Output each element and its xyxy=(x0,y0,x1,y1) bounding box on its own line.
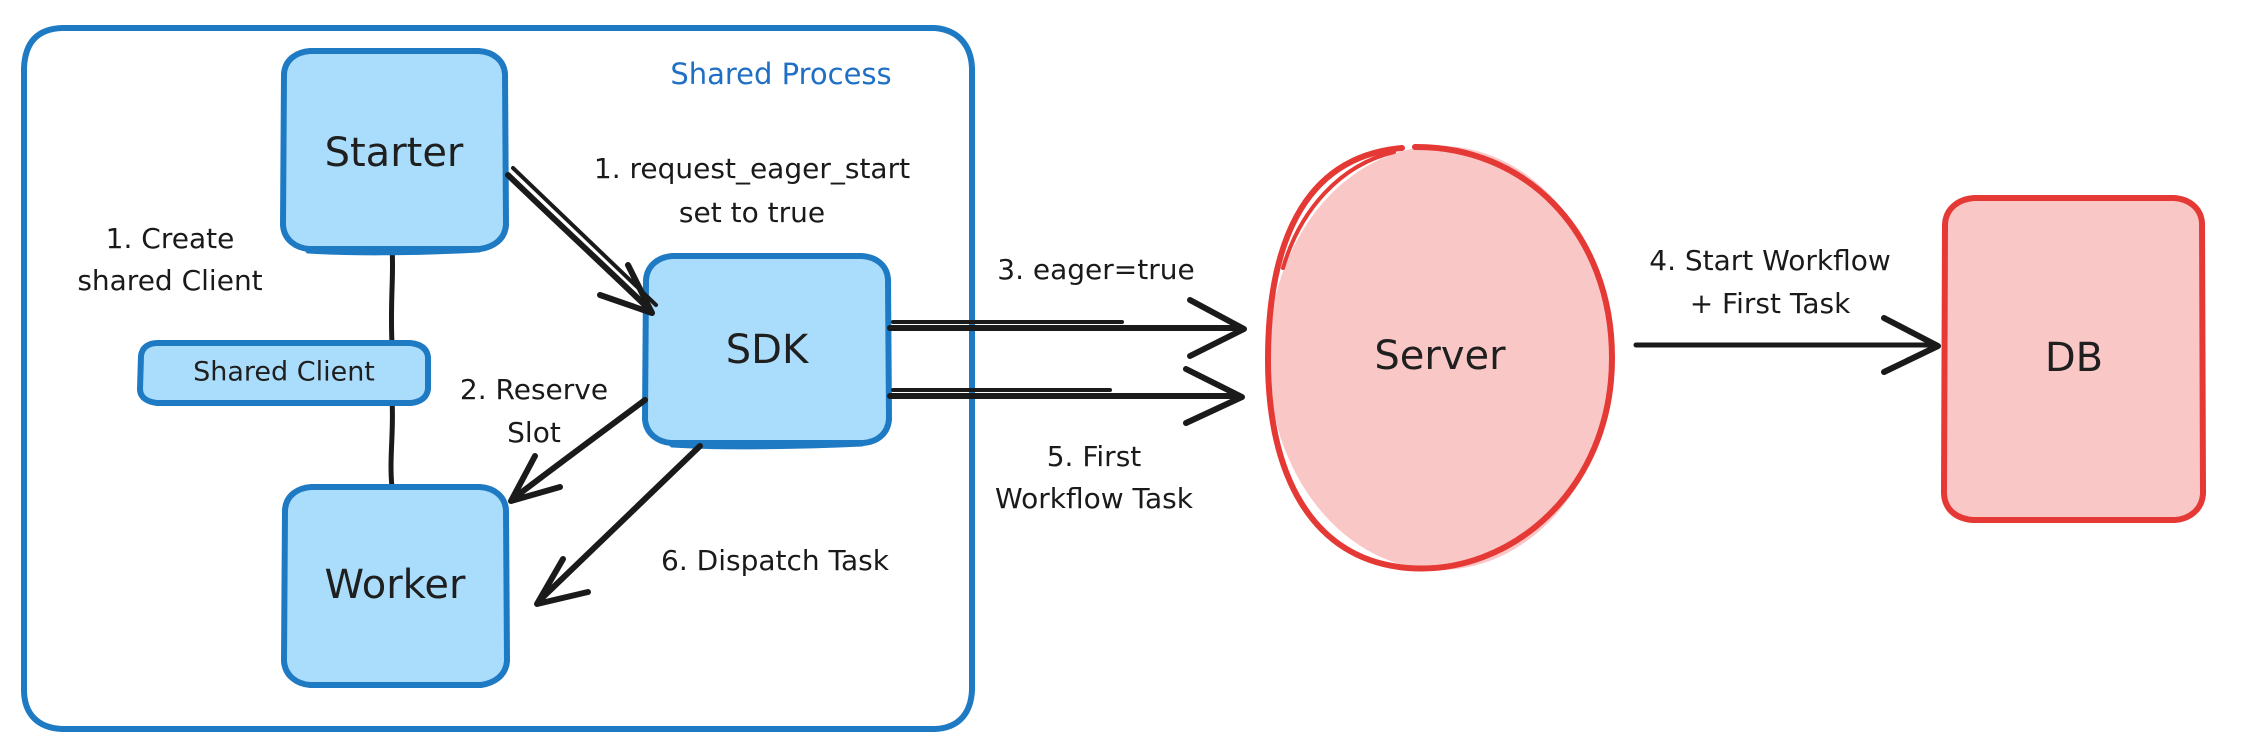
node-sdk-border xyxy=(642,253,892,446)
node-server-border xyxy=(1265,143,1615,572)
node-worker-border xyxy=(281,484,510,688)
edge-2-line xyxy=(511,397,648,501)
edge-start-workflow: 4. Start Workflow + First Task xyxy=(1633,244,1941,375)
edge-dispatch-task: 6. Dispatch Task xyxy=(534,443,890,607)
node-shared-client-fill xyxy=(140,344,427,402)
node-starter-border-accent xyxy=(305,247,482,256)
node-sdk-border-accent xyxy=(669,441,865,450)
node-db-fill xyxy=(1944,199,2202,519)
node-db-border xyxy=(1941,195,2206,523)
edge-label-1-line1: 1. request_eager_start xyxy=(594,152,910,185)
node-server-border-accent xyxy=(1281,150,1396,270)
node-worker-label: Worker xyxy=(325,562,466,608)
link-starter-sharedclient xyxy=(388,245,396,347)
edge-label-create-shared-client-line2: shared Client xyxy=(77,264,262,297)
edge-label-2-line1: 2. Reserve xyxy=(460,373,608,406)
cluster-shared-process: Shared Process xyxy=(21,25,975,732)
edge-label-6-line1: 6. Dispatch Task xyxy=(661,544,890,577)
node-starter-label: Starter xyxy=(325,130,464,176)
edge-eager-true: 3. eager=true xyxy=(887,253,1247,359)
node-starter[interactable]: Starter xyxy=(280,48,509,256)
node-sdk[interactable]: SDK xyxy=(642,253,892,450)
node-sdk-fill xyxy=(645,257,888,442)
edge-reserve-slot: 2. Reserve Slot xyxy=(460,373,648,504)
edge-2-arrowhead xyxy=(508,453,563,504)
cluster-border xyxy=(21,25,975,732)
edge-first-workflow-task: 5. First Workflow Task xyxy=(887,366,1245,515)
node-server-label: Server xyxy=(1374,333,1506,379)
edge-label-create-shared-client-line1: 1. Create xyxy=(106,222,235,255)
node-db[interactable]: DB xyxy=(1941,195,2206,523)
edge-4-arrowhead xyxy=(1881,315,1941,375)
edge-label-4-line1: 4. Start Workflow xyxy=(1649,244,1891,277)
edge-6-line xyxy=(537,443,703,603)
node-server-fill xyxy=(1268,146,1612,570)
node-starter-fill xyxy=(283,52,505,248)
node-db-label: DB xyxy=(2045,335,2103,381)
edge-1-line xyxy=(505,172,654,314)
node-worker[interactable]: Worker xyxy=(281,484,510,688)
node-server[interactable]: Server xyxy=(1265,143,1615,572)
node-sdk-label: SDK xyxy=(726,327,810,373)
cluster-label: Shared Process xyxy=(670,57,891,91)
edge-label-5-line1: 5. First xyxy=(1047,440,1142,473)
edge-3-arrowhead xyxy=(1187,297,1247,359)
edge-label-2-line2: Slot xyxy=(507,416,561,449)
edge-label-5-line2: Workflow Task xyxy=(995,482,1194,515)
node-starter-border xyxy=(280,48,509,252)
edge-label-1-line2: set to true xyxy=(679,196,825,229)
edge-label-4-line2: + First Task xyxy=(1690,287,1851,320)
node-shared-client-border xyxy=(137,340,431,406)
node-shared-client[interactable]: Shared Client xyxy=(137,340,431,406)
edge-5-arrowhead xyxy=(1183,366,1245,426)
node-shared-client-label: Shared Client xyxy=(193,357,375,388)
link-sharedclient-worker xyxy=(388,397,395,490)
edge-6-arrowhead xyxy=(534,556,591,607)
node-worker-fill xyxy=(284,488,506,684)
edge-1-arrowhead xyxy=(597,262,655,316)
edge-request-eager-start: 1. request_eager_start set to true xyxy=(505,152,910,316)
edge-create-shared-client: 1. Create shared Client xyxy=(77,222,396,490)
edge-label-3-line1: 3. eager=true xyxy=(997,253,1194,286)
